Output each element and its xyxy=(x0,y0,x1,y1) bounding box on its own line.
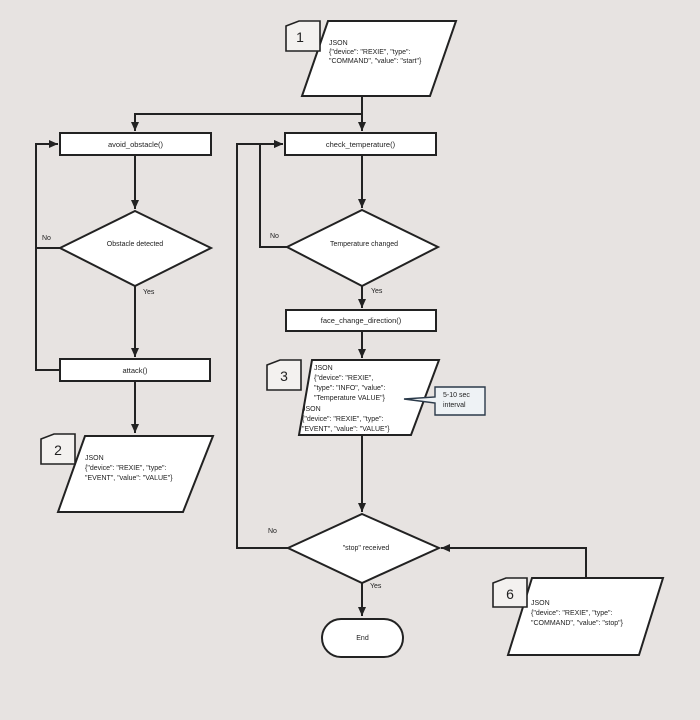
badge-3: 3 xyxy=(266,359,302,391)
svg-text:End: End xyxy=(356,635,369,642)
svg-text:2: 2 xyxy=(54,442,62,458)
arrow-stop-command-to-decision xyxy=(441,544,587,577)
process-check-temperature: check_temperature() xyxy=(284,132,437,156)
interval-callout: 5-10 sec interval xyxy=(403,386,486,416)
svg-text:Temperature changed: Temperature changed xyxy=(330,241,398,248)
arrow-stop-no-loop xyxy=(236,140,288,549)
arrow-start-to-avoid-obstacle xyxy=(131,113,362,131)
stop-command-text: JSON {"device": "REXIE", "type": "COMMAN… xyxy=(531,600,624,627)
stop-yes-label: Yes xyxy=(370,583,382,590)
badge-1: 1 xyxy=(285,20,321,52)
process-avoid-obstacle: avoid_obstacle() xyxy=(59,132,212,156)
terminal-end: End xyxy=(321,618,404,658)
svg-text:1: 1 xyxy=(296,29,304,45)
obstacle-yes-label: Yes xyxy=(143,289,155,296)
temperature-info-text: JSON {"device": "REXIE", "type": "INFO",… xyxy=(302,365,390,433)
process-attack: attack() xyxy=(59,358,211,382)
connectors xyxy=(35,96,587,616)
start-command-data: JSON {"device": "REXIE", "type": "COMMAN… xyxy=(300,20,458,97)
badge-2: 2 xyxy=(40,433,76,465)
decision-temperature-changed: Temperature changed xyxy=(284,208,441,288)
svg-text:3: 3 xyxy=(280,368,288,384)
obstacle-no-label: No xyxy=(42,235,51,242)
decision-stop-received: "stop" received xyxy=(285,512,442,585)
svg-text:avoid_obstacle(): avoid_obstacle() xyxy=(108,140,164,149)
svg-text:check_temperature(): check_temperature() xyxy=(326,140,396,149)
stop-no-label: No xyxy=(268,528,277,535)
attack-event-text: JSON {"device": "REXIE", "type": "EVENT"… xyxy=(85,455,173,482)
temperature-no-label: No xyxy=(270,233,279,240)
svg-text:Obstacle detected: Obstacle detected xyxy=(107,241,164,248)
arrow-obstacle-no-loop xyxy=(35,140,60,249)
arrow-temperature-no-loop xyxy=(259,140,287,248)
decision-obstacle-detected: Obstacle detected xyxy=(57,209,214,288)
temperature-info-data: JSON {"device": "REXIE", "type": "INFO",… xyxy=(297,359,441,436)
svg-text:6: 6 xyxy=(506,586,514,602)
stop-command-data: JSON {"device": "REXIE", "type": "COMMAN… xyxy=(506,577,665,656)
svg-text:"stop" received: "stop" received xyxy=(343,545,390,552)
process-face-change-direction: face_change_direction() xyxy=(285,309,437,332)
attack-event-data: JSON {"device": "REXIE", "type": "EVENT"… xyxy=(56,435,215,513)
svg-text:attack(): attack() xyxy=(122,366,148,375)
start-command-text: JSON {"device": "REXIE", "type": "COMMAN… xyxy=(329,40,422,65)
interval-callout-text: 5-10 sec interval xyxy=(443,392,472,409)
svg-text:face_change_direction(): face_change_direction() xyxy=(321,316,402,325)
arrow-attack-loop-back xyxy=(35,248,60,371)
temperature-yes-label: Yes xyxy=(371,288,383,295)
badge-6: 6 xyxy=(492,577,528,608)
